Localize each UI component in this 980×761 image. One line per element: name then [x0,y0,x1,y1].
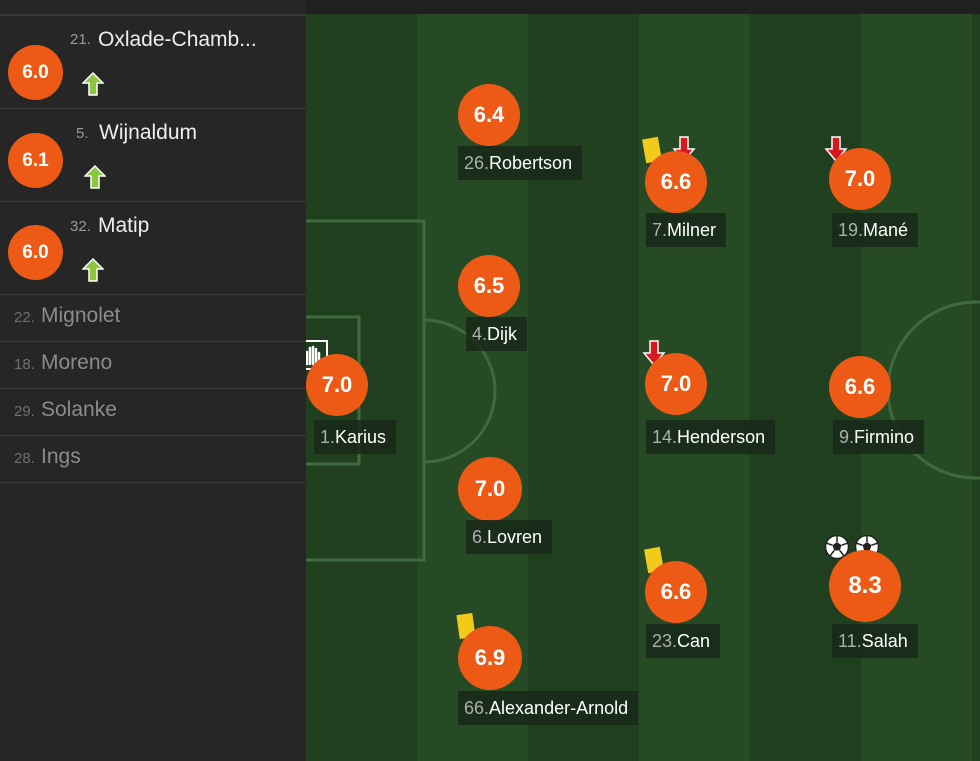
rating-badge: 7.0 [829,148,891,210]
player-name: Firmino [854,427,915,447]
shirt-number: 26. [464,153,490,173]
player-label: 14.Henderson [646,420,776,454]
rating-badge: 6.0 [8,225,63,280]
player-name: Dijk [487,324,518,344]
player-name[interactable]: Solanke [41,398,117,421]
player-name: Salah [861,631,908,651]
pitch-stripe [528,14,639,761]
player-name[interactable]: Oxlade-Chamb... [98,28,257,51]
arrow-up-icon [82,258,104,282]
shirt-number: 5. [76,125,89,142]
player-name[interactable]: Moreno [41,351,113,374]
pitch: 7.0 1.Karius 6.4 26.Robertson 6.5 4.Dijk… [306,0,980,761]
rating-badge: 8.3 [829,550,901,622]
shirt-number: 7. [652,220,668,240]
bench-row[interactable]: 22. Mignolet [0,295,306,342]
bench-row[interactable]: 18. Moreno [0,342,306,389]
shirt-number: 1. [320,427,336,447]
pitch-header-bar [306,0,980,14]
arrow-up-icon [84,165,106,189]
rating-badge: 6.9 [458,626,522,690]
arrow-up-icon [82,72,104,96]
rating-badge: 6.6 [645,151,707,213]
player-label: 7.Milner [646,213,727,247]
rating-badge: 6.1 [8,133,63,188]
player-name[interactable]: Matip [98,214,150,237]
player-label: 26.Robertson [458,146,583,180]
player-label: 66.Alexander-Arnold [458,691,639,725]
shirt-number: 11. [838,631,862,651]
rating-badge: 6.6 [645,561,707,623]
player-label: 11.Salah [832,624,918,658]
player-name: Henderson [677,427,766,447]
player-label: 1.Karius [314,420,397,454]
player-name: Alexander-Arnold [489,698,629,718]
player-label: 6.Lovren [466,520,553,554]
shirt-number: 66. [464,698,490,718]
player-name[interactable]: Wijnaldum [99,121,198,144]
sub-in-row[interactable]: 6.0 32. Matip [0,202,306,295]
panel-divider [0,14,306,16]
shirt-number: 6. [472,527,488,547]
bench-row[interactable]: 29. Solanke [0,389,306,436]
player-label: 4.Dijk [466,317,528,351]
rating-badge: 6.5 [458,255,520,317]
player-name[interactable]: Mignolet [41,304,121,327]
penalty-arc [423,318,497,464]
rating-badge: 7.0 [458,457,522,521]
rating-badge: 7.0 [306,354,368,416]
player-label: 9.Firmino [833,420,925,454]
shirt-number: 18. [14,356,35,373]
sub-in-row[interactable]: 6.1 5. Wijnaldum [0,109,306,202]
player-label: 19.Mané [832,213,919,247]
shirt-number: 23. [652,631,678,651]
shirt-number: 9. [839,427,855,447]
player-name: Mané [863,220,909,240]
player-name: Lovren [487,527,543,547]
goal-ball-icon [824,534,850,560]
penalty-box [306,219,426,562]
player-name: Milner [667,220,717,240]
substitutes-panel: 6.0 21. Oxlade-Chamb... 6.1 5. Wijnaldum… [0,0,306,761]
shirt-number: 28. [14,450,35,467]
player-name: Karius [335,427,387,447]
bench-row[interactable]: 28. Ings [0,436,306,483]
shirt-number: 4. [472,324,488,344]
player-label: 23.Can [646,624,721,658]
shirt-number: 21. [70,31,91,48]
rating-badge: 6.0 [8,45,63,100]
shirt-number: 14. [652,427,678,447]
sub-in-row[interactable]: 6.0 21. Oxlade-Chamb... [0,16,306,109]
shirt-number: 19. [838,220,864,240]
rating-badge: 6.6 [829,356,891,418]
player-name: Can [677,631,711,651]
player-name: Robertson [489,153,573,173]
rating-badge: 6.4 [458,84,520,146]
shirt-number: 32. [70,218,91,235]
player-name[interactable]: Ings [41,445,81,468]
rating-badge: 7.0 [645,353,707,415]
shirt-number: 29. [14,403,35,420]
shirt-number: 22. [14,309,35,326]
